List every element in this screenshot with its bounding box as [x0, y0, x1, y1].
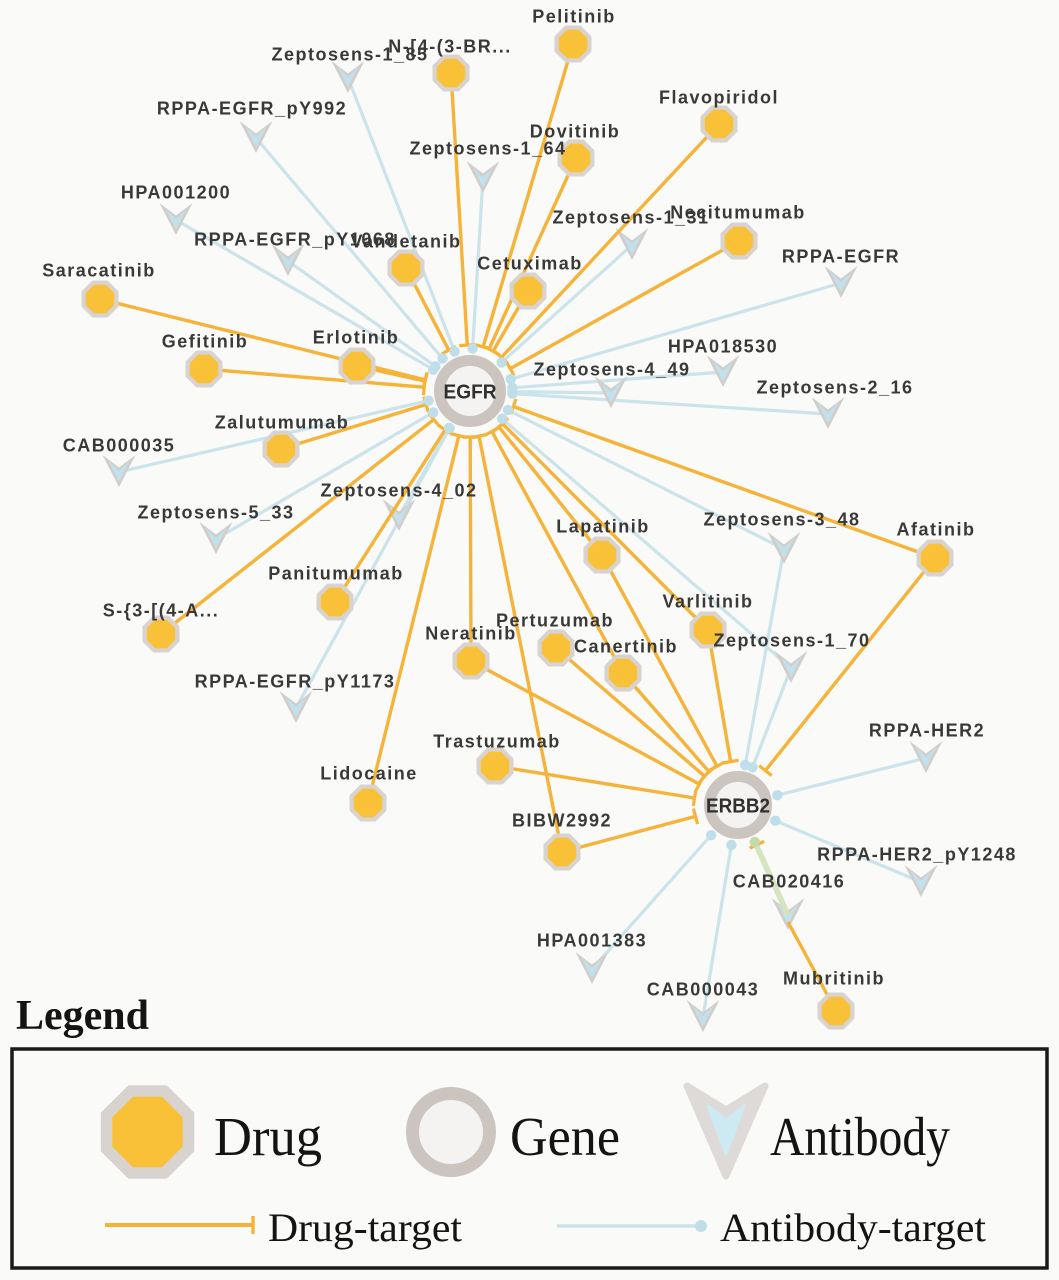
svg-text:N-[4-(3-BR...: N-[4-(3-BR...: [388, 37, 512, 57]
svg-text:ERBB2: ERBB2: [706, 796, 770, 818]
svg-text:Zeptosens-5_33: Zeptosens-5_33: [137, 503, 294, 523]
svg-text:Flavopiridol: Flavopiridol: [659, 88, 779, 108]
svg-text:RPPA-HER2: RPPA-HER2: [869, 721, 985, 741]
svg-text:RPPA-HER2_pY1248: RPPA-HER2_pY1248: [817, 845, 1017, 865]
svg-text:Antibody: Antibody: [770, 1106, 950, 1167]
svg-text:CAB000043: CAB000043: [647, 980, 760, 1000]
svg-text:Legend: Legend: [16, 993, 149, 1039]
svg-text:Drug-target: Drug-target: [268, 1205, 462, 1250]
svg-text:Zeptosens-4_49: Zeptosens-4_49: [533, 360, 690, 380]
svg-text:Saracatinib: Saracatinib: [42, 261, 156, 281]
svg-text:Zeptosens-3_48: Zeptosens-3_48: [703, 510, 860, 530]
svg-text:RPPA-EGFR_pY992: RPPA-EGFR_pY992: [157, 99, 347, 119]
svg-text:Zeptosens-2_16: Zeptosens-2_16: [756, 378, 913, 398]
svg-text:Zeptosens-1_85: Zeptosens-1_85: [271, 45, 428, 65]
svg-text:CAB020416: CAB020416: [733, 872, 846, 892]
svg-text:Gefitinib: Gefitinib: [162, 332, 249, 352]
svg-text:Erlotinib: Erlotinib: [313, 328, 400, 348]
svg-text:Zalutumumab: Zalutumumab: [215, 413, 350, 433]
svg-text:Zeptosens-1_64: Zeptosens-1_64: [409, 139, 566, 159]
svg-text:HPA001200: HPA001200: [121, 183, 231, 203]
svg-text:Zeptosens-4_02: Zeptosens-4_02: [320, 481, 477, 501]
svg-text:RPPA-EGFR_pY1068: RPPA-EGFR_pY1068: [194, 230, 396, 250]
svg-text:Zeptosens-1_70: Zeptosens-1_70: [713, 631, 870, 651]
svg-text:EGFR: EGFR: [444, 382, 498, 404]
svg-text:Canertinib: Canertinib: [574, 637, 678, 657]
svg-text:Gene: Gene: [510, 1106, 620, 1167]
svg-text:Lidocaine: Lidocaine: [320, 764, 418, 784]
svg-text:Cetuximab: Cetuximab: [477, 254, 583, 274]
svg-text:Mubritinib: Mubritinib: [783, 969, 885, 989]
svg-text:HPA018530: HPA018530: [668, 337, 778, 357]
svg-text:Antibody-target: Antibody-target: [720, 1205, 986, 1250]
svg-text:S-{3-[(4-A...: S-{3-[(4-A...: [103, 601, 220, 621]
svg-text:RPPA-EGFR: RPPA-EGFR: [782, 247, 900, 267]
svg-text:Neratinib: Neratinib: [425, 624, 517, 644]
svg-text:Pelitinib: Pelitinib: [532, 7, 616, 27]
svg-text:BIBW2992: BIBW2992: [512, 811, 612, 831]
svg-text:Vandetanib: Vandetanib: [350, 232, 461, 252]
svg-text:Zeptosens-1_31: Zeptosens-1_31: [552, 208, 709, 228]
svg-text:HPA001383: HPA001383: [537, 931, 647, 951]
svg-text:Trastuzumab: Trastuzumab: [433, 732, 561, 752]
svg-text:Pertuzumab: Pertuzumab: [496, 611, 614, 631]
svg-text:Varlitinib: Varlitinib: [662, 592, 753, 612]
svg-text:Dovitinib: Dovitinib: [530, 122, 621, 142]
svg-text:RPPA-EGFR_pY1173: RPPA-EGFR_pY1173: [195, 672, 396, 692]
svg-text:Lapatinib: Lapatinib: [556, 517, 650, 537]
svg-text:Drug: Drug: [214, 1106, 322, 1167]
svg-text:Afatinib: Afatinib: [897, 520, 976, 540]
svg-text:Panitumumab: Panitumumab: [268, 564, 404, 584]
svg-text:CAB000035: CAB000035: [63, 436, 176, 456]
svg-text:Necitumumab: Necitumumab: [670, 203, 806, 223]
